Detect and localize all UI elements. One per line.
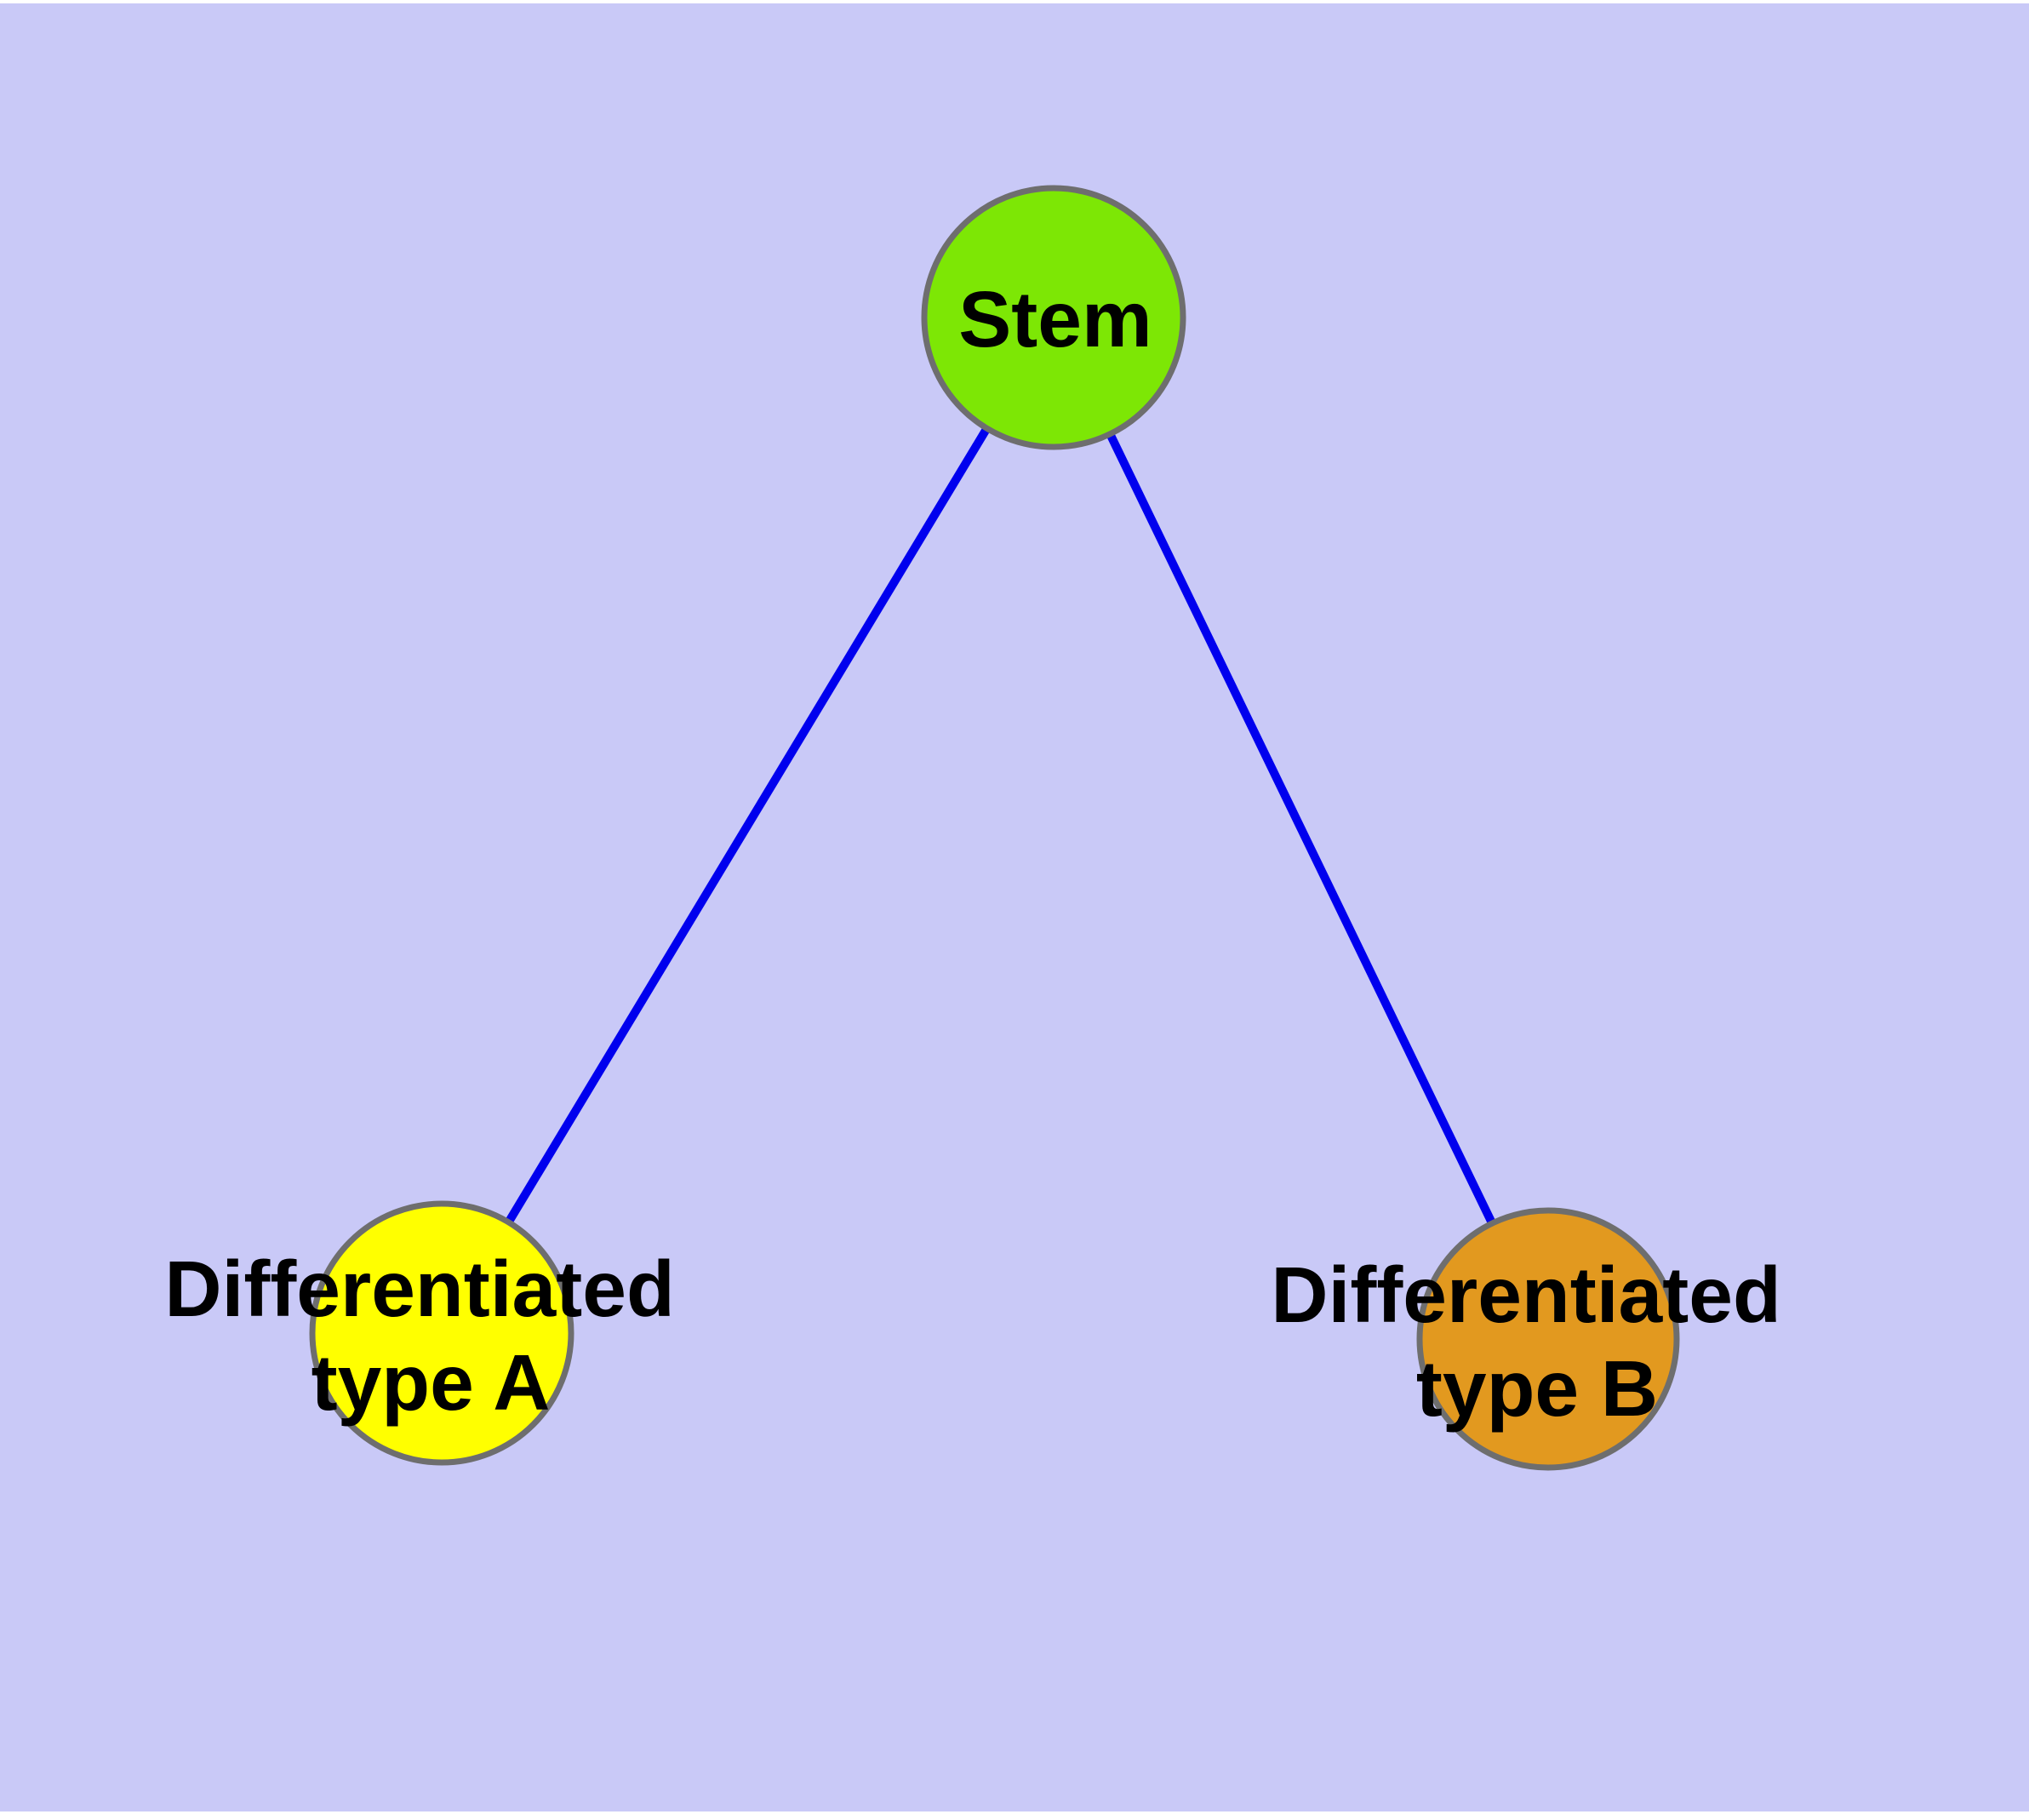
type-a-node-circle	[309, 1200, 574, 1466]
type-a-node-label: Differentiated type A	[164, 1245, 696, 1427]
type-b-node-circle	[1416, 1207, 1680, 1471]
type-b-node-label: Differentiated type B	[1271, 1251, 1803, 1433]
type-b-label-line1: Differentiated	[1271, 1251, 1780, 1339]
type-b-label-line2: type B	[1416, 1344, 1658, 1433]
stem-node-label: Stem	[958, 275, 1152, 363]
edge-stem-to-type-b	[1049, 315, 1552, 1342]
type-a-label-line2: type A	[311, 1338, 551, 1427]
type-a-label-line1: Differentiated	[164, 1245, 674, 1333]
stem-node-circle	[921, 185, 1186, 450]
edge-stem-to-type-a	[437, 315, 1058, 1336]
